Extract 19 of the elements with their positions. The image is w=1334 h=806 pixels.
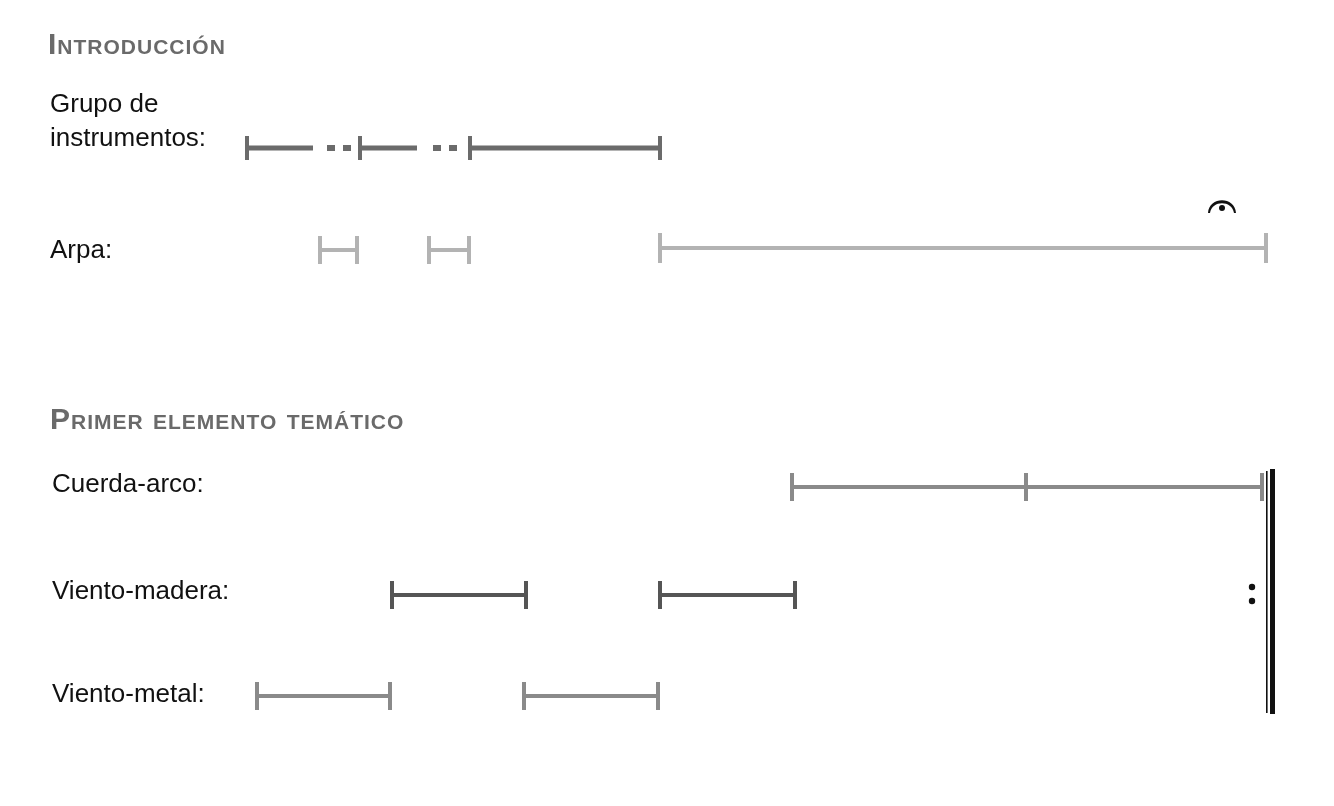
timeline-bar: [427, 236, 471, 264]
instrument-label: Arpa:: [50, 233, 113, 266]
timeline-bar: [318, 236, 359, 264]
instrument-label: Viento-metal:: [52, 677, 205, 710]
timeline-bar: [1028, 473, 1264, 501]
timeline-bar: [390, 581, 528, 609]
timeline-bar: [658, 581, 797, 609]
section-heading: Introducción: [48, 26, 226, 62]
timeline-bar: [468, 136, 662, 160]
instrument-label: Cuerda-arco:: [52, 467, 204, 500]
timeline-bar: [790, 473, 1028, 501]
timeline-bar: [245, 136, 313, 160]
timeline-bar: [255, 682, 392, 710]
timeline-bar: [522, 682, 660, 710]
instrument-label: Viento-madera:: [52, 574, 230, 607]
section-heading: Primer elemento temático: [50, 401, 405, 437]
timeline-bar: [658, 233, 1268, 263]
instrument-label: Grupo de instrumentos:: [50, 87, 208, 154]
timeline-bar: [358, 136, 417, 160]
